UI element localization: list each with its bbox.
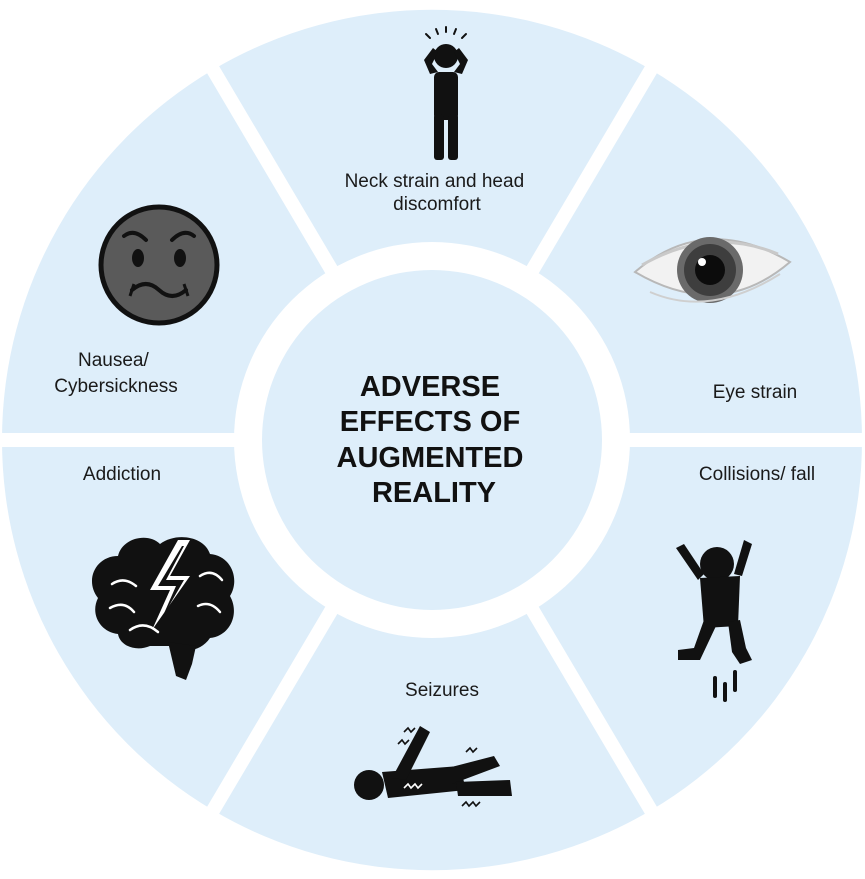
falling-person-icon [676,540,752,702]
segment-neck-content: Neck strain and head discomfort [345,26,530,215]
segment-seizures [213,440,651,871]
collisions-label: Collisions/ fall [699,464,815,485]
segment-addiction-content: Addiction [83,464,235,680]
segment-neck [213,9,651,441]
center-title: ADVERSE EFFECTS OF AUGMENTED REALITY [337,371,532,509]
nauseous-face-icon [98,204,220,326]
segment-nausea-content: Nausea/ Cybersickness [54,204,220,397]
segment-eye-content: Eye strain [633,237,797,403]
eye-icon [633,237,792,303]
eye-strain-label: Eye strain [713,382,797,403]
person-holding-head-icon [424,26,468,160]
segment-seizures-content: Seizures [354,680,512,808]
brain-lightning-icon [91,537,235,680]
nausea-label: Nausea/ Cybersickness [54,350,178,397]
seizures-label: Seizures [405,680,479,701]
addiction-label: Addiction [83,464,161,485]
seizure-person-icon [354,726,512,808]
segment-collision-content: Collisions/ fall [676,464,815,702]
center-disc [262,270,602,610]
neck-strain-label: Neck strain and head discomfort [345,171,530,215]
